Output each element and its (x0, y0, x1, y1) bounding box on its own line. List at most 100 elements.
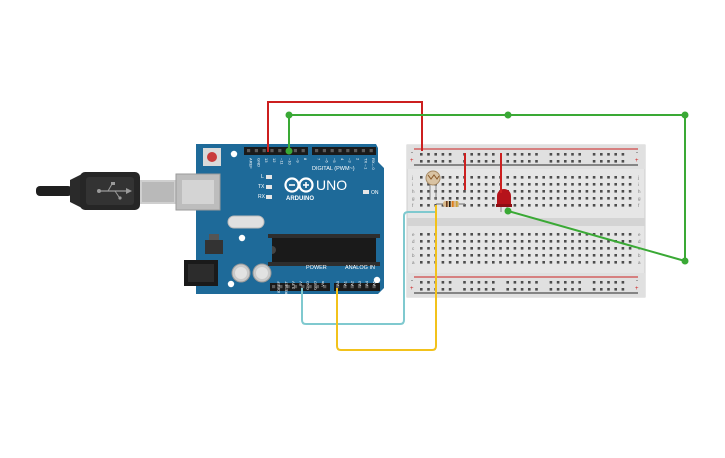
breadboard-hole[interactable] (578, 176, 581, 179)
breadboard-hole[interactable] (492, 183, 495, 186)
breadboard-hole[interactable] (564, 190, 567, 193)
breadboard-hole[interactable] (600, 247, 603, 250)
breadboard-hole[interactable] (506, 183, 509, 186)
breadboard-hole[interactable] (600, 240, 603, 243)
breadboard-hole[interactable] (600, 176, 603, 179)
breadboard-hole[interactable] (542, 204, 545, 207)
rail-hole[interactable] (600, 160, 603, 163)
digital-pin[interactable] (354, 149, 358, 153)
breadboard-hole[interactable] (628, 247, 632, 250)
rail-hole[interactable] (513, 160, 517, 163)
power-pin[interactable] (293, 285, 298, 289)
breadboard-hole[interactable] (513, 190, 517, 193)
breadboard-hole[interactable] (564, 240, 567, 243)
breadboard-hole[interactable] (470, 204, 473, 207)
breadboard-hole[interactable] (578, 254, 581, 257)
rail-hole[interactable] (621, 281, 625, 284)
breadboard-hole[interactable] (535, 204, 538, 207)
breadboard-hole[interactable] (528, 190, 531, 193)
rail-hole[interactable] (520, 281, 524, 284)
breadboard-hole[interactable] (600, 254, 603, 257)
breadboard-hole[interactable] (578, 240, 581, 243)
digital-pin[interactable] (322, 149, 326, 153)
rail-hole[interactable] (420, 153, 423, 156)
breadboard-hole[interactable] (520, 183, 524, 186)
reset-button[interactable] (203, 148, 221, 166)
breadboard-hole[interactable] (441, 254, 445, 257)
power-pin[interactable] (279, 285, 283, 289)
rail-hole[interactable] (578, 160, 581, 163)
breadboard-hole[interactable] (477, 197, 481, 200)
breadboard-hole[interactable] (513, 204, 517, 207)
power-pin[interactable] (286, 285, 290, 289)
breadboard-hole[interactable] (556, 197, 560, 200)
breadboard-hole[interactable] (441, 261, 445, 264)
breadboard-hole[interactable] (592, 197, 596, 200)
breadboard-hole[interactable] (535, 261, 538, 264)
breadboard-hole[interactable] (592, 240, 596, 243)
breadboard-hole[interactable] (506, 261, 509, 264)
breadboard-hole[interactable] (621, 233, 625, 236)
breadboard-hole[interactable] (585, 176, 589, 179)
breadboard-hole[interactable] (427, 261, 430, 264)
breadboard-hole[interactable] (592, 261, 596, 264)
breadboard-hole[interactable] (542, 233, 545, 236)
digital-pin[interactable] (254, 149, 258, 153)
breadboard-hole[interactable] (600, 204, 603, 207)
rail-hole[interactable] (614, 281, 617, 284)
breadboard-hole[interactable] (520, 190, 524, 193)
rail-hole[interactable] (477, 160, 481, 163)
breadboard-hole[interactable] (456, 247, 459, 250)
breadboard-hole[interactable] (592, 176, 596, 179)
breadboard-hole[interactable] (571, 261, 574, 264)
breadboard-hole[interactable] (556, 176, 560, 179)
breadboard-hole[interactable] (556, 261, 560, 264)
breadboard-hole[interactable] (484, 183, 488, 186)
breadboard-hole[interactable] (614, 261, 617, 264)
breadboard-hole[interactable] (542, 261, 545, 264)
breadboard-hole[interactable] (448, 197, 452, 200)
breadboard-hole[interactable] (607, 240, 610, 243)
breadboard-hole[interactable] (592, 190, 596, 193)
breadboard-hole[interactable] (535, 254, 538, 257)
breadboard-hole[interactable] (621, 240, 625, 243)
breadboard-hole[interactable] (470, 254, 473, 257)
breadboard-hole[interactable] (571, 247, 574, 250)
power-pin[interactable] (315, 285, 319, 289)
breadboard-hole[interactable] (578, 233, 581, 236)
digital-pin[interactable] (346, 149, 350, 153)
breadboard-hole[interactable] (513, 233, 517, 236)
breadboard-hole[interactable] (492, 197, 495, 200)
breadboard-hole[interactable] (427, 247, 430, 250)
breadboard-hole[interactable] (628, 204, 632, 207)
breadboard-hole[interactable] (585, 240, 589, 243)
breadboard-hole[interactable] (477, 176, 481, 179)
rail-hole[interactable] (506, 288, 509, 291)
rail-hole[interactable] (549, 281, 553, 284)
breadboard-hole[interactable] (420, 261, 423, 264)
analog-pin[interactable] (365, 285, 369, 289)
breadboard-hole[interactable] (621, 261, 625, 264)
breadboard-hole[interactable] (592, 204, 596, 207)
breadboard-hole[interactable] (549, 240, 553, 243)
breadboard-hole[interactable] (607, 197, 610, 200)
rail-hole[interactable] (492, 153, 495, 156)
rail-hole[interactable] (614, 288, 617, 291)
breadboard-hole[interactable] (441, 183, 445, 186)
rail-hole[interactable] (556, 288, 560, 291)
breadboard-hole[interactable] (542, 183, 545, 186)
power-pin[interactable] (301, 285, 305, 289)
digital-pin[interactable] (301, 149, 305, 153)
breadboard-hole[interactable] (628, 254, 632, 257)
breadboard-hole[interactable] (571, 254, 574, 257)
breadboard-hole[interactable] (607, 254, 610, 257)
breadboard-hole[interactable] (528, 204, 531, 207)
breadboard-hole[interactable] (614, 233, 617, 236)
usb-cable[interactable] (36, 172, 176, 210)
breadboard-hole[interactable] (463, 247, 466, 250)
breadboard-hole[interactable] (614, 197, 617, 200)
breadboard-hole[interactable] (513, 183, 517, 186)
breadboard-hole[interactable] (420, 204, 423, 207)
